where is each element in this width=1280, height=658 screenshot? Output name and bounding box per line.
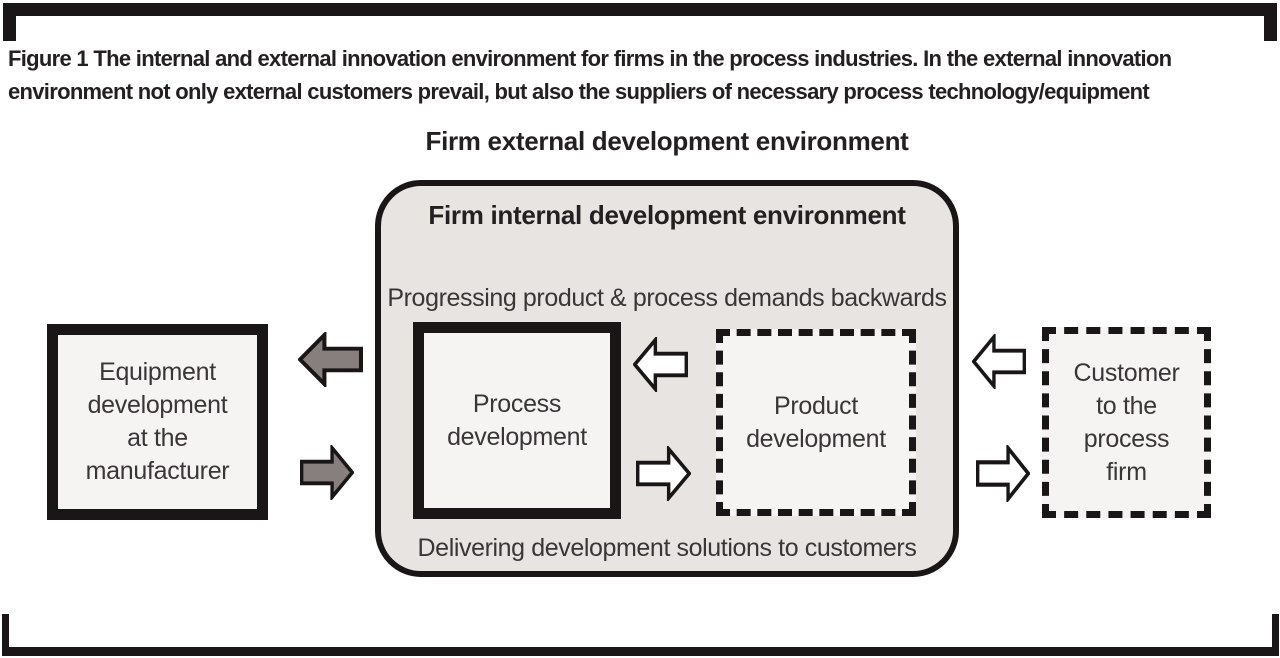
internal-environment-title: Firm internal development environment [428, 200, 906, 230]
external-environment-title: Firm external development environment [425, 126, 909, 156]
customer-label: Customer to the process firm [1073, 358, 1180, 486]
top-frame-bracket [3, 3, 1277, 41]
arrow-right-icon [976, 445, 1030, 502]
arrow-left-icon [972, 334, 1026, 389]
process-development-box: Process development [413, 322, 621, 519]
arrow-left-icon [633, 337, 688, 392]
equipment-development-box: Equipment development at the manufacture… [47, 324, 268, 520]
arrow-right-icon [636, 446, 691, 501]
product-development-box: Product development [716, 329, 916, 516]
bottom-flow-label: Delivering development solutions to cust… [417, 534, 917, 562]
process-development-label: Process development [447, 389, 587, 451]
bottom-frame-bracket [2, 614, 1279, 656]
product-development-label: Product development [746, 391, 886, 453]
equipment-development-label: Equipment development at the manufacture… [85, 358, 230, 485]
arrow-left-icon [298, 332, 363, 387]
figure-caption-line1: Figure 1 The internal and external innov… [8, 46, 1172, 71]
arrow-right-icon [300, 445, 354, 500]
figure-caption-line2: environment not only external customers … [8, 79, 1150, 104]
customer-box: Customer to the process firm [1042, 327, 1211, 518]
figure-caption: Figure 1 The internal and external innov… [8, 42, 1172, 108]
top-flow-label: Progressing product & process demands ba… [387, 284, 947, 312]
